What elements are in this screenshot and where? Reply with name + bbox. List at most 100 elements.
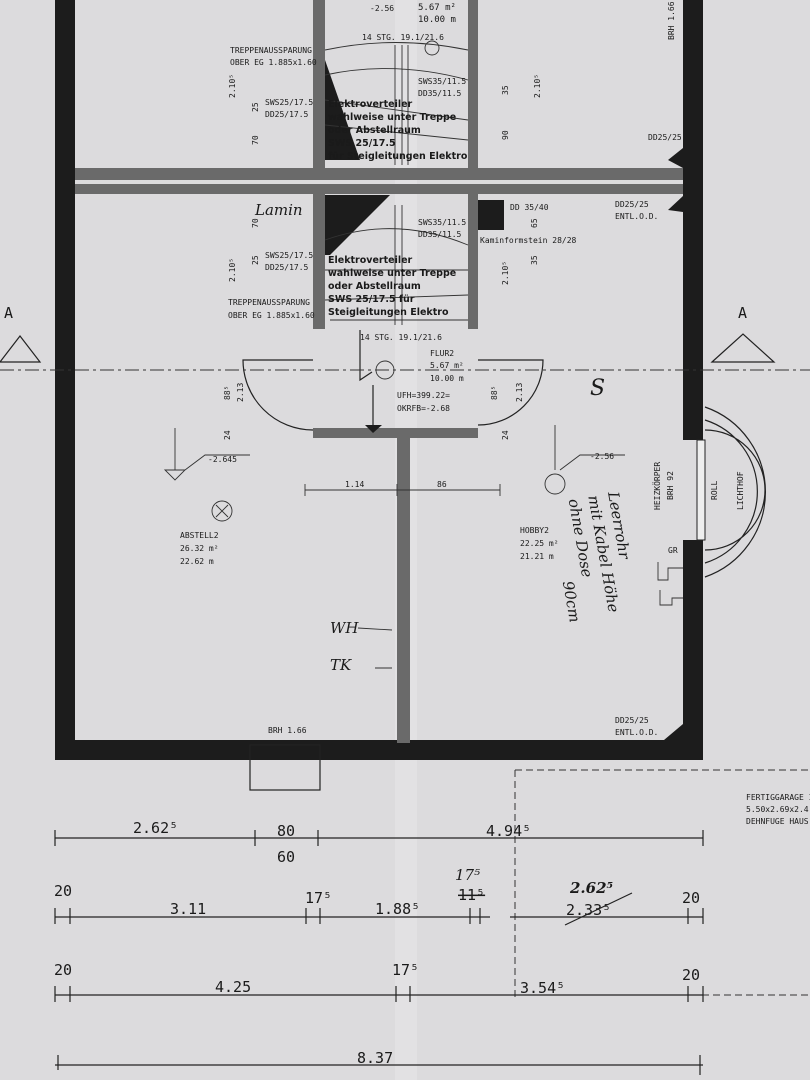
brh-right: BRH 1.66 [667,1,676,40]
section-label-left: A [4,304,13,322]
stair-solid-lower [325,195,390,255]
dim-35: 35 [530,255,539,265]
electric-note-line: für Steigleitungen Elektro [328,151,468,162]
dim-88-right: 88⁵ [490,386,499,400]
sws-left: SWS25/17.5 [265,98,313,107]
strike-through [564,892,633,926]
duct-marker-right [668,196,683,212]
dim-114: 1.14 [345,480,364,489]
left-exterior-wall [55,0,75,760]
bottom-window-well [249,744,321,791]
electric-note-line: wahlweise unter Treppe [328,112,456,123]
brh-bottom: BRH 1.66 [268,726,307,735]
gr-label: GR [668,546,678,555]
level-right: -2.56 [590,452,614,461]
dim-label: 1.88⁵ [375,900,420,918]
sws-stair: SWS35/11.5 [418,218,466,227]
bottom-exterior-wall [55,740,703,760]
socket-icon [657,562,683,606]
window-roll [696,439,706,541]
duct-marker-bottom [664,724,683,740]
dim-label-handwritten: 2.62⁵ [569,879,614,897]
dimension-labels: 2.62⁵ 80 60 4.94⁵ 20 3.11 17⁵ 1.88⁵ 17⁵ … [54,819,700,1067]
entl-right: ENTL.O.D. [615,212,658,221]
dim-label: 17⁵ [305,889,332,907]
dim-65: 65 [530,218,539,228]
sws-stair: SWS35/11.5 [418,77,466,86]
electric-note-line: oder Abstellraum [328,281,421,292]
duct-marker-upper [668,148,683,168]
dim-label: 20 [54,882,72,900]
dim-24-left: 24 [223,430,232,440]
room-perimeter-abstell: 22.62 m [180,557,214,566]
room-perimeter-hobby: 21.21 m [520,552,554,561]
section-marker-right-icon [710,333,776,363]
room-area-abstell: 26.32 m² [180,544,219,553]
stair-opening-size: OBER EG 1.885x1.60 [230,58,317,67]
stair-wall-right-upper [468,0,478,168]
electric-note-line: Steigleitungen Elektro [328,307,449,318]
dim-25: 25 [251,255,260,265]
brh-92: BRH 92 [666,471,675,500]
dim-label: 4.25 [215,978,251,996]
dim-label: 2.62⁵ [133,819,178,837]
dim-label: 80 [277,822,295,840]
stair-solid-upper [325,60,360,160]
handwritten-note: Lamin [254,201,303,219]
dim-213-right: 2.13 [515,383,524,402]
dim-label: 20 [682,889,700,907]
stair-wall-left-upper [313,0,325,168]
handwritten-s: S [590,376,605,401]
dim-height-right: 2.10⁵ [501,261,510,285]
dim-line-hall [304,484,501,496]
room-name-abstell: ABSTELL2 [180,531,219,540]
chimney-label: Kaminformstein 28/28 [480,236,577,245]
dim-213-left: 2.13 [236,383,245,402]
right-exterior-wall-upper [683,0,703,440]
dim-label: 3.54⁵ [520,979,565,997]
dim-label-total: 8.37 [357,1049,393,1067]
lichthof-label: LICHTHOF [736,471,745,510]
dim-90: 90 [501,130,510,140]
dim-label-handwritten: 17⁵ [455,866,480,884]
okrfb-level: OKRFB=-2.68 [397,404,450,413]
flur-top-area: 5.67 m² [418,3,456,13]
right-exterior-wall-lower [683,540,703,760]
dim-70: 70 [251,135,260,145]
upper-floor-labels: TREPPENAUSSPARUNG OBER EG 1.885x1.60 2.1… [228,1,682,162]
dim-label: 20 [682,966,700,984]
entl-bottom-right: ENTL.O.D. [615,728,658,737]
chimney-dd: DD 35/40 [510,203,549,212]
floor-drain-icon [544,473,566,495]
stair-opening-label: TREPPENAUSSPARUNG [228,298,310,307]
arrow-down-icon [365,425,382,433]
dd-stair: DD35/11.5 [418,230,462,239]
garage-note-line: FERTIGGARAGE I [746,793,810,802]
dim-label-struck: 11⁵ [458,886,485,904]
room-name-flur: FLUR2 [430,349,454,358]
electric-note-line: Elektroverteiler [328,99,413,110]
dd-right: DD25/25 [615,200,649,209]
door-swing-left [242,359,314,431]
level-marker-right [554,425,625,471]
electric-note-line: wahlweise unter Treppe [328,268,456,279]
stair-opening-label: TREPPENAUSSPARUNG [230,46,312,55]
room-area-hobby: 22.25 m² [520,539,559,548]
heater-label: HEIZKÖRPER [652,462,662,510]
dd-bottom-right: DD25/25 [615,716,649,725]
electric-note-line: oder Abstellraum [328,125,421,136]
dim-35: 35 [501,85,510,95]
dimension-lines [54,830,704,1075]
handwritten-wh: WH [330,619,359,637]
flur-top-perimeter: 10.00 m [418,15,456,25]
stair-info: 14 STG. 19.1/21.6 [360,333,442,342]
garage-note-line: DEHNFUGE HAUS [746,817,809,826]
stair-opening-size: OBER EG 1.885x1.60 [228,311,315,320]
room-name-hobby: HOBBY2 [520,526,549,535]
dd-left: DD25/17.5 [265,263,309,272]
floor-divider-wall-bottom [75,184,683,194]
garage-note: FERTIGGARAGE I 5.50x2.69x2.4 DEHNFUGE HA… [746,793,810,826]
stair-wall-right-lower [468,194,478,329]
electric-note-line: Elektroverteiler [328,255,413,266]
